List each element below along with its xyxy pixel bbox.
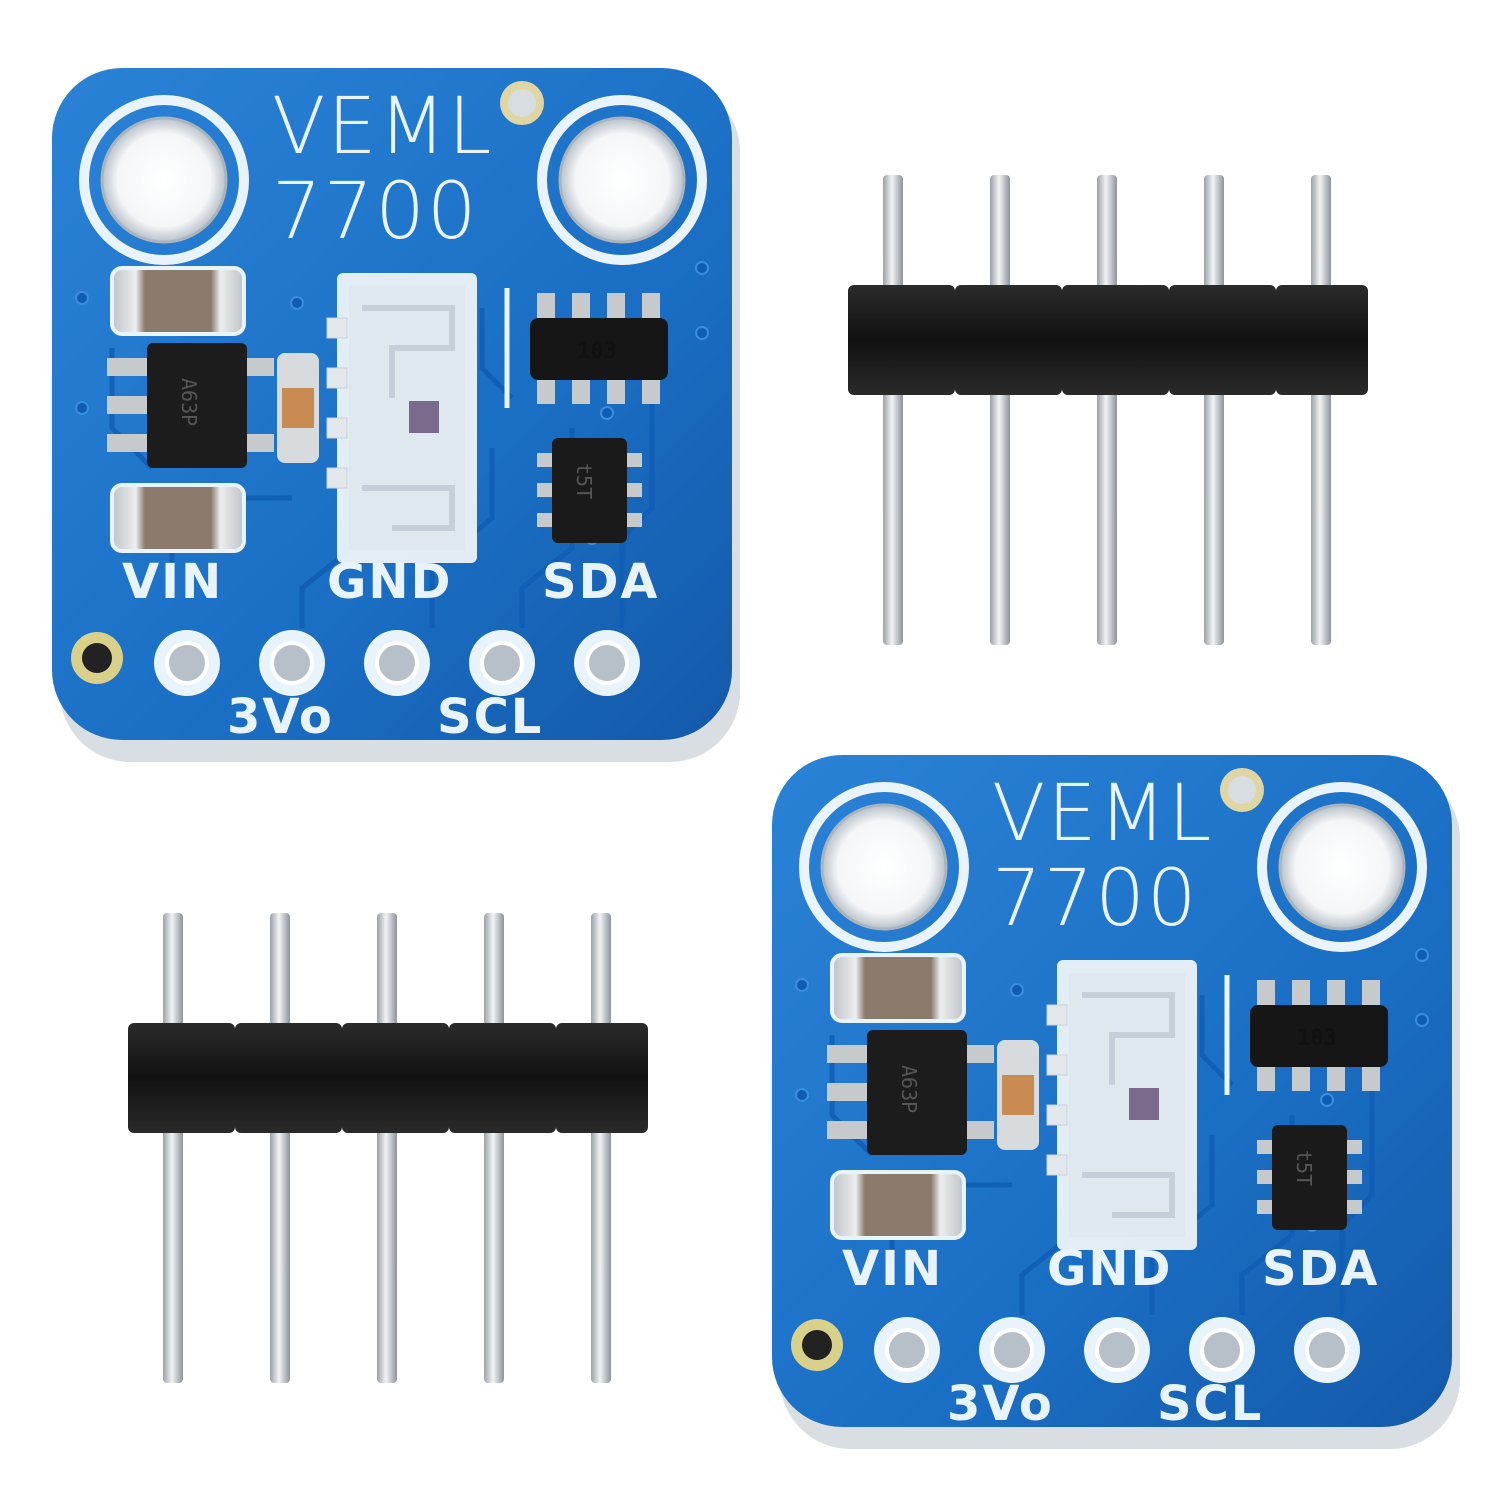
board-1-ic-mark: t5T — [572, 463, 596, 499]
breakout-board-1: VEML 7700 103 A63P t5T VIN GND SDA 3Vo S… — [52, 68, 740, 762]
board-1-pin-label-3vo: 3Vo — [227, 689, 334, 745]
board-1-pin-label-gnd: GND — [327, 554, 452, 610]
board-2-title-line1: VEML — [992, 769, 1213, 859]
board-2-resistor-code: 103 — [1297, 1026, 1337, 1051]
board-2-ic-mark: t5T — [1292, 1150, 1316, 1186]
board-2-pin-label-sda: SDA — [1262, 1241, 1380, 1297]
board-1-title-line2: 7700 — [272, 167, 479, 257]
board-1-resistor-code: 103 — [577, 339, 617, 364]
board-2-pin-label-gnd: GND — [1047, 1241, 1172, 1297]
board-2-title-line2: 7700 — [992, 854, 1199, 944]
board-1-pin-label-sda: SDA — [542, 554, 660, 610]
board-2-pin-label-vin: VIN — [842, 1241, 943, 1297]
breakout-board-2: VEML 7700 103 A63P t5T VIN GND SDA 3Vo S… — [772, 755, 1460, 1449]
board-2-pin-label-scl: SCL — [1157, 1376, 1263, 1432]
board-1-pin-label-vin: VIN — [122, 554, 223, 610]
board-1-regulator-mark: A63P — [177, 378, 201, 426]
pin-header-strip-1 — [848, 175, 1368, 645]
board-1-pin-label-scl: SCL — [437, 689, 543, 745]
board-2-regulator-mark: A63P — [897, 1065, 921, 1113]
pin-header-strip-2 — [128, 913, 648, 1383]
board-1-title-line1: VEML — [272, 82, 493, 172]
board-2-pin-label-3vo: 3Vo — [947, 1376, 1054, 1432]
